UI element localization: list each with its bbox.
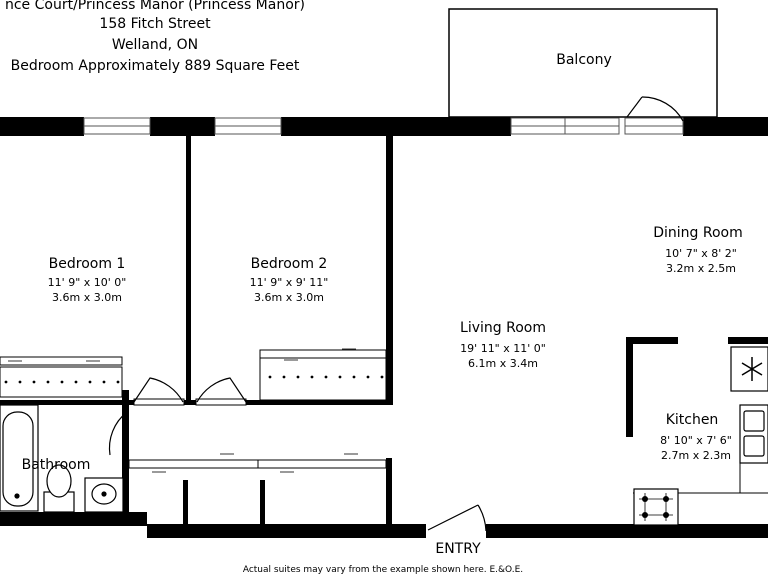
- interior-walls: [0, 136, 768, 528]
- bedroom2-closet: [259, 348, 387, 401]
- bathroom-label: Bathroom: [21, 457, 91, 473]
- top-windows: [83, 117, 684, 135]
- bottom-exterior-wall: [0, 512, 768, 538]
- bedroom1-imperial: 11' 9" x 10' 0": [47, 276, 127, 289]
- dining-room-imperial: 10' 7" x 8' 2": [665, 247, 737, 260]
- kitchen-imperial: 8' 10" x 7' 6": [660, 434, 732, 447]
- entry-door: [427, 504, 487, 532]
- stove: [633, 488, 679, 526]
- bedroom1-closet: [0, 356, 123, 398]
- refrigerator: [730, 346, 768, 392]
- living-room-label: Living Room: [460, 320, 546, 336]
- bedroom1-label: Bedroom 1: [48, 256, 126, 272]
- toilet: [43, 464, 75, 513]
- bedroom2-metric: 3.6m x 3.0m: [254, 291, 324, 304]
- property-street: 158 Fitch Street: [99, 16, 211, 32]
- top-exterior-wall: [0, 117, 768, 136]
- living-room-metric: 6.1m x 3.4m: [468, 357, 538, 370]
- bathroom-sink: [84, 477, 124, 513]
- kitchen-metric: 2.7m x 2.3m: [661, 449, 731, 462]
- property-name: nce Court/Princess Manor (Princess Manor…: [4, 0, 305, 13]
- disclaimer: Actual suites may vary from the example …: [242, 565, 524, 575]
- kitchen-sink: [739, 404, 768, 464]
- bedroom2-imperial: 11' 9" x 9' 11": [249, 276, 329, 289]
- bedroom1-metric: 3.6m x 3.0m: [52, 291, 122, 304]
- balcony-outline: [448, 8, 718, 118]
- property-city: Welland, ON: [111, 37, 199, 53]
- balcony-label: Balcony: [556, 52, 612, 68]
- dining-room-metric: 3.2m x 2.5m: [666, 262, 736, 275]
- dining-room-label: Dining Room: [653, 225, 743, 241]
- balcony-door: [626, 96, 684, 122]
- bathtub: [0, 404, 39, 512]
- kitchen-label: Kitchen: [665, 412, 719, 428]
- entry-label: ENTRY: [435, 541, 481, 557]
- hall-closet: [128, 453, 387, 473]
- property-size: Bedroom Approximately 889 Square Feet: [10, 58, 300, 74]
- bedroom2-label: Bedroom 2: [250, 256, 328, 272]
- living-room-imperial: 19' 11" x 11' 0": [460, 342, 546, 355]
- bedroom-doors: [108, 377, 247, 458]
